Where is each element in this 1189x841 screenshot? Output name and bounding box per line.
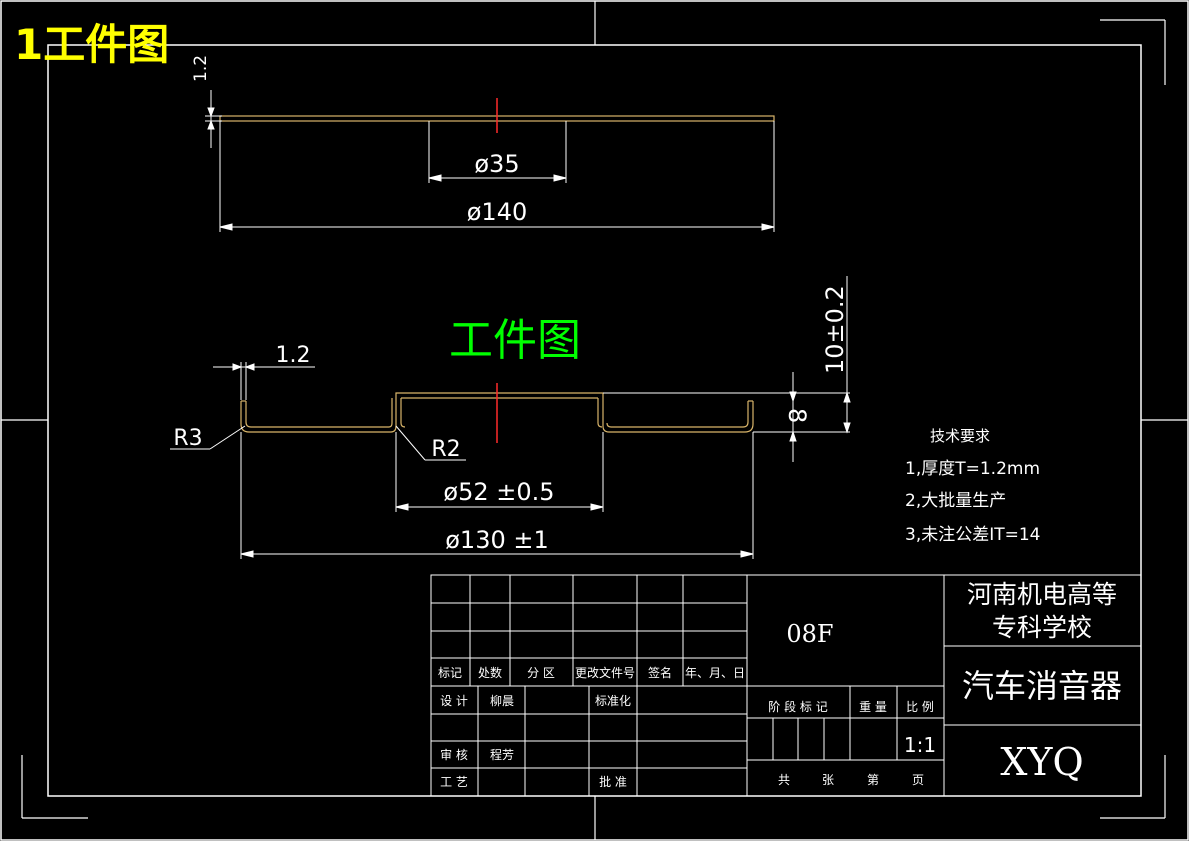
reviewer-label: 审 核 bbox=[440, 747, 468, 762]
tech-req-item: 1,厚度T=1.2mm bbox=[905, 459, 1040, 479]
radius-r2-text: R2 bbox=[431, 437, 460, 462]
part-profile bbox=[240, 392, 754, 433]
rev-header: 分 区 bbox=[527, 666, 555, 680]
reviewer-name: 程芳 bbox=[490, 747, 514, 762]
material: 08F bbox=[786, 620, 833, 648]
thickness-dim-top bbox=[205, 90, 222, 148]
drawing-code: XYQ bbox=[1000, 740, 1083, 784]
rev-header: 更改文件号 bbox=[575, 665, 635, 680]
dim-140-text: ø140 bbox=[467, 198, 528, 226]
rev-header: 处数 bbox=[478, 665, 502, 680]
hole-diameter-dim-text: ø52 ±0.5 bbox=[443, 478, 554, 506]
section-view: 1.2 R3 R2 10±0.2 8 bbox=[170, 276, 851, 559]
rev-header: 标记 bbox=[438, 666, 462, 680]
sheet-footer: 张 bbox=[822, 773, 834, 787]
flange-diameter-dim bbox=[240, 432, 754, 559]
dim-35 bbox=[428, 121, 567, 183]
top-view: 1.2 ø35 ø140 bbox=[191, 55, 775, 232]
standardization-label: 标准化 bbox=[595, 694, 631, 708]
scale-value: 1:1 bbox=[904, 733, 936, 757]
designer-label: 设 计 bbox=[440, 694, 468, 708]
height-total-dim-text: 10±0.2 bbox=[821, 285, 849, 374]
sheet-footer: 第 bbox=[867, 773, 879, 787]
scale-header: 比 例 bbox=[906, 700, 934, 714]
process-label: 工 艺 bbox=[440, 775, 468, 789]
stage-header: 阶 段 标 记 bbox=[768, 699, 827, 714]
rev-header: 年、月、日 bbox=[685, 666, 745, 680]
weight-header: 重 量 bbox=[859, 700, 887, 714]
school-name: 河南机电高等 bbox=[967, 580, 1117, 609]
rev-header: 签名 bbox=[648, 665, 672, 680]
designer-name: 柳晨 bbox=[490, 694, 514, 708]
sheet-title: 1工件图 bbox=[14, 20, 169, 69]
tech-req-heading: 技术要求 bbox=[930, 427, 990, 445]
tech-requirements: 技术要求 1,厚度T=1.2mm 2,大批量生产 3,未注公差IT=14 bbox=[905, 427, 1041, 545]
height-inner-dim-text: 8 bbox=[783, 408, 811, 423]
sheet-footer: 共 bbox=[778, 773, 790, 787]
sheet-footer: 页 bbox=[912, 773, 924, 787]
hole-diameter-dim bbox=[395, 432, 604, 512]
title-block: 标记 处数 分 区 更改文件号 签名 年、月、日 设 计 柳晨 标准化 审 核 … bbox=[430, 574, 1142, 797]
part-view-label: 工件图 bbox=[449, 315, 581, 366]
radius-r2 bbox=[395, 425, 466, 461]
part-name: 汽车消音器 bbox=[962, 667, 1122, 705]
thickness-dim-top-text: 1.2 bbox=[191, 55, 211, 82]
height-inner-dim bbox=[789, 372, 797, 462]
thickness-dim-section-text: 1.2 bbox=[276, 343, 311, 368]
approval-label: 批 准 bbox=[599, 774, 627, 789]
thickness-dim-section bbox=[213, 362, 315, 400]
dim-140 bbox=[219, 121, 775, 232]
dim-35-text: ø35 bbox=[474, 150, 519, 178]
tech-req-item: 2,大批量生产 bbox=[905, 491, 1006, 511]
school-name: 专科学校 bbox=[992, 613, 1092, 642]
tech-req-item: 3,未注公差IT=14 bbox=[905, 525, 1041, 545]
radius-r3-text: R3 bbox=[173, 426, 202, 451]
flange-diameter-dim-text: ø130 ±1 bbox=[445, 526, 549, 554]
height-total-dim bbox=[603, 276, 851, 434]
radius-r3 bbox=[170, 425, 246, 450]
